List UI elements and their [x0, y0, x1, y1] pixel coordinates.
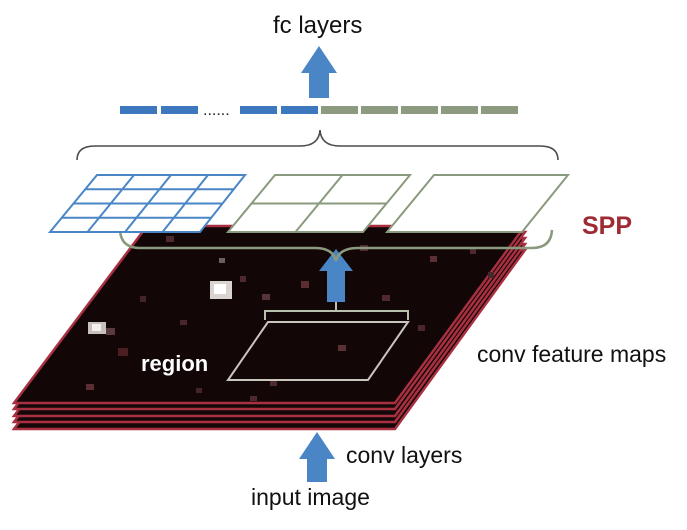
- spp-grid-2x2: [225, 174, 413, 233]
- feature-activations: [86, 236, 494, 401]
- vector-segment-blue: [240, 106, 277, 114]
- spp-grid-1x1: [384, 174, 571, 233]
- feature-map-stack: [11, 224, 528, 431]
- feature-vector: ......: [120, 102, 518, 119]
- vector-segment-green: [321, 106, 358, 114]
- spp-brace: [118, 229, 554, 262]
- vector-segment-blue: [161, 106, 198, 114]
- vector-segment-green: [441, 106, 478, 114]
- vector-segment-green: [401, 106, 438, 114]
- spp-grid-4x4: [47, 174, 248, 233]
- input-image-label: input image: [251, 484, 370, 510]
- fc-up-arrow: [301, 46, 337, 98]
- vector-segment-green: [481, 106, 518, 114]
- feature-map-top: [11, 224, 528, 405]
- vector-segment-green: [361, 106, 398, 114]
- top-brace: [76, 129, 559, 161]
- input-up-arrow: [299, 432, 335, 482]
- vector-segment-blue: [281, 106, 318, 114]
- vector-segment-blue: [120, 106, 157, 114]
- spp-label: SPP: [582, 212, 633, 240]
- fc-layers-label: fc layers: [273, 12, 363, 39]
- conv-feature-maps-label: conv feature maps: [477, 341, 667, 367]
- conv-layers-label: conv layers: [346, 442, 463, 468]
- region-box: [226, 321, 410, 381]
- vector-ellipsis: ......: [203, 102, 230, 119]
- region-label: region: [141, 351, 209, 376]
